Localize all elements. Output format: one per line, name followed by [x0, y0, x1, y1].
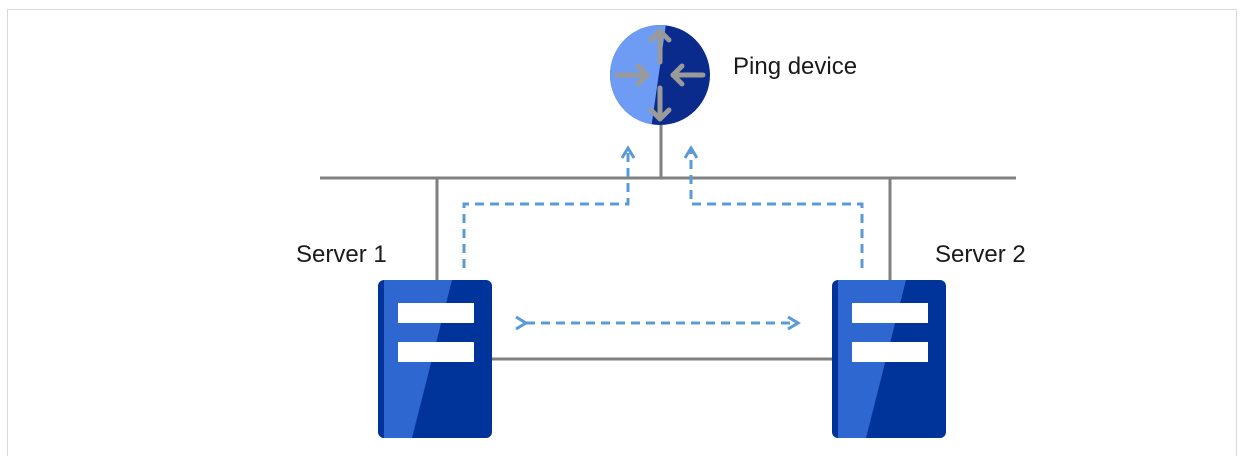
- server1-icon: [378, 280, 492, 438]
- ping-path-server1: [462, 148, 628, 268]
- server2-label: Server 2: [935, 241, 1026, 268]
- server2-icon: [832, 280, 946, 438]
- server1-label: Server 1: [296, 241, 387, 268]
- router-icon: [610, 25, 710, 125]
- ping-device-label: Ping device: [733, 53, 858, 80]
- ping-path-server2: [691, 148, 864, 268]
